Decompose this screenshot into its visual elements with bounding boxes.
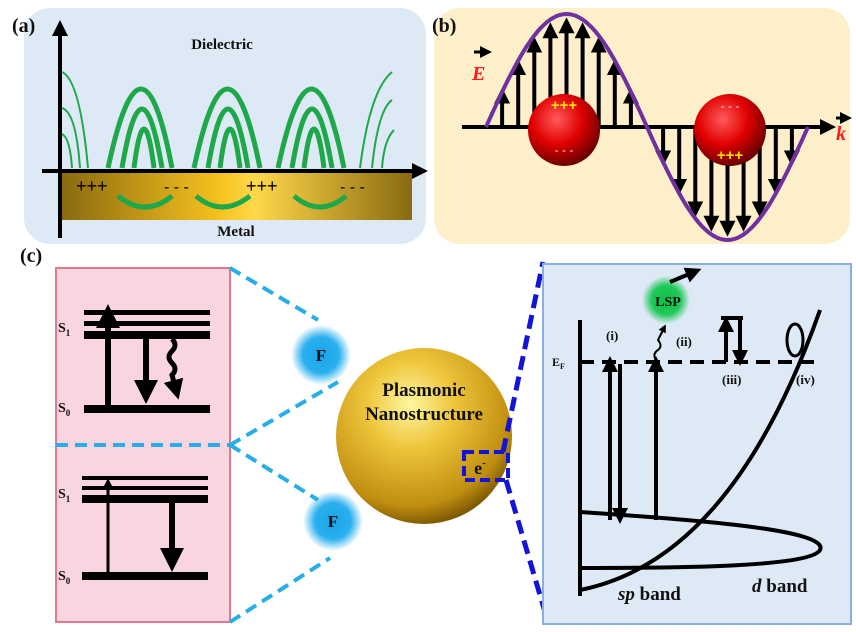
sphere1-top-charge: +++ (551, 97, 578, 114)
s1-label-top: S1 (58, 321, 71, 338)
s1-label-bottom: S1 (58, 487, 71, 504)
electron-label: e- (474, 457, 486, 478)
ef-label: EF (552, 355, 565, 371)
band-diagram: LSP EF (i) (ii) (iii) (iv) sp band d ban… (552, 267, 823, 605)
k-label: k (836, 123, 846, 145)
nanostructure-label-line2: Nanostructure (365, 404, 483, 425)
sphere2-top-charge: - - - (721, 99, 740, 113)
sp-band-label: sp band (617, 584, 681, 605)
plasmonic-nanostructure (336, 348, 512, 524)
label-ii: (ii) (676, 334, 692, 349)
lsp-arrow (669, 267, 702, 284)
panel-c-label: (c) (20, 245, 42, 267)
sp-band-curve (579, 309, 822, 592)
panel-b-label: (b) (432, 15, 456, 37)
label-i: (i) (606, 328, 618, 343)
sphere1-bottom-charge: - - - (555, 143, 574, 157)
charge-positive-2: +++ (246, 176, 278, 196)
d-band-curve (579, 510, 823, 570)
lsp-label: LSP (655, 295, 681, 310)
d-band-label: d band (752, 576, 808, 597)
surface-current-arcs (116, 193, 348, 210)
s0-label-top: S0 (58, 401, 71, 418)
jablonski-diagram-top: S1 S0 (58, 304, 210, 418)
band-diagram-box (542, 263, 852, 625)
jablonski-diagram-bottom: S1 S0 (58, 476, 208, 586)
fluorophore-bottom-label: F (328, 512, 338, 531)
metal-label: Metal (217, 224, 254, 240)
e-field-wave (484, 11, 810, 243)
charge-negative-2: - - - (340, 179, 365, 196)
panel-b: +++ - - - - - - +++ E k (b) (432, 8, 852, 244)
sphere2-bottom-charge: +++ (717, 147, 744, 164)
charge-positive-1: +++ (76, 176, 108, 196)
label-iii: (iii) (722, 372, 742, 387)
nanoparticle-1 (528, 94, 600, 166)
panel-c: (c) S1 S0 S1 S0 Pl (20, 245, 852, 625)
lsp-decay-wavy (653, 324, 666, 361)
connector-lines (228, 266, 340, 624)
fluorophore-bottom (303, 491, 363, 551)
charge-negative-1: - - - (164, 179, 189, 196)
edge-field-lines (61, 71, 395, 169)
s0-label-bottom: S0 (58, 569, 71, 586)
nanoparticle-2 (694, 94, 766, 166)
lsp-glow (642, 276, 690, 324)
fluorophore-top-label: F (316, 346, 326, 365)
dielectric-label: Dielectric (191, 37, 253, 53)
nonradiative-arrow (163, 337, 184, 400)
field-lines (105, 86, 347, 169)
transition-iv-loop (785, 322, 805, 358)
nanostructure-label-line1: Plasmonic (382, 380, 465, 401)
fluorophore-top (291, 325, 351, 385)
panel-a: Dielectric Metal (a) +++ - - - +++ - - - (12, 8, 428, 244)
electron-box (462, 450, 510, 482)
label-iv: (iv) (796, 372, 815, 387)
zoom-connector-lines (500, 261, 548, 613)
panel-a-label: (a) (12, 15, 35, 37)
e-label: E (471, 63, 485, 85)
